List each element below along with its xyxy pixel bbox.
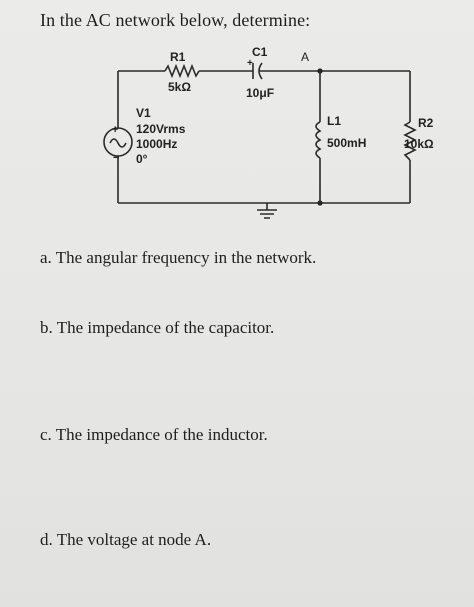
r2-resistor-symbol bbox=[403, 121, 417, 161]
node-a-label: A bbox=[301, 50, 309, 64]
c1-polarity-label: + bbox=[247, 58, 253, 69]
question-b: b. The impedance of the capacitor. bbox=[40, 318, 275, 337]
problem-prompt: In the AC network below, determine: bbox=[40, 10, 311, 30]
v1-phase-label: 0° bbox=[136, 152, 148, 166]
l1-inductor-symbol bbox=[315, 121, 322, 159]
l1-value-label: 500mH bbox=[327, 136, 366, 150]
sine-icon bbox=[109, 138, 127, 148]
c1-value-label: 10μF bbox=[246, 86, 274, 100]
question-d: d. The voltage at node A. bbox=[40, 530, 212, 549]
r1-name-label: R1 bbox=[170, 50, 186, 64]
r2-name-label: R2 bbox=[418, 116, 434, 130]
r1-resistor-symbol bbox=[164, 63, 200, 79]
circuit-diagram: R1 5kΩ C1 + 10μF A V1 + − 120Vrms 1000Hz… bbox=[103, 45, 434, 219]
r2-value-label: 10kΩ bbox=[404, 137, 434, 151]
v1-name-label: V1 bbox=[136, 106, 151, 120]
ground-icon bbox=[257, 203, 277, 219]
question-c: c. The impedance of the inductor. bbox=[40, 425, 268, 444]
r1-value-label: 5kΩ bbox=[168, 80, 191, 94]
c1-capacitor-symbol bbox=[247, 62, 265, 80]
v1-amplitude-label: 120Vrms bbox=[136, 122, 186, 136]
l1-name-label: L1 bbox=[327, 114, 341, 128]
c1-name-label: C1 bbox=[252, 45, 268, 59]
v1-minus-label: − bbox=[113, 152, 119, 164]
v1-source-symbol bbox=[103, 127, 133, 157]
question-a: a. The angular frequency in the network. bbox=[40, 248, 317, 267]
v1-plus-label: + bbox=[112, 124, 118, 136]
v1-frequency-label: 1000Hz bbox=[136, 137, 177, 151]
